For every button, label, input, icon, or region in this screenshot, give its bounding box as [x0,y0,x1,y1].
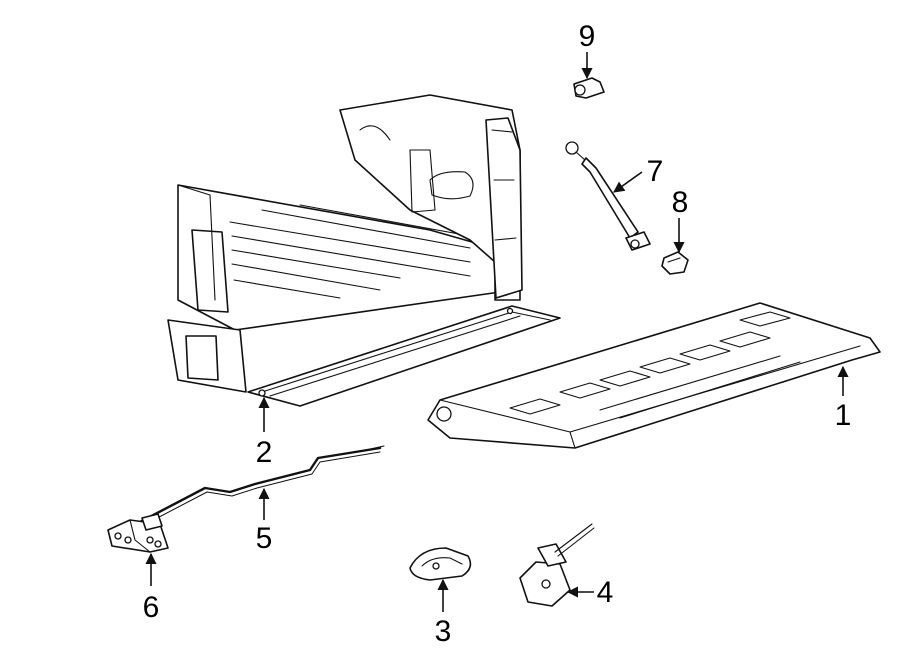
latch-rod-part-5 [138,445,385,527]
trim-panel-part-2 [247,305,561,407]
callout-1: 1 [835,399,852,432]
callout-8: 8 [672,186,689,219]
callout-9: 9 [579,20,596,53]
callout-6: 6 [143,591,160,624]
callout-2: 2 [256,436,273,469]
latch-assembly-part-4 [519,523,595,607]
hinge-part-6 [107,513,169,553]
retainer-part-8 [661,251,689,275]
truck-bed-illustration [167,94,523,393]
callout-labels: 1 2 3 4 5 6 7 8 9 [143,20,852,648]
handle-part-3 [409,547,472,581]
callout-4: 4 [597,576,614,609]
callout-3: 3 [435,615,452,648]
tailgate-part-1 [427,302,881,449]
callout-7: 7 [647,155,664,188]
callout-5: 5 [256,522,273,555]
bolt-part-9 [573,77,605,99]
support-cable-part-7 [565,141,651,251]
leader-arrows [145,52,849,612]
